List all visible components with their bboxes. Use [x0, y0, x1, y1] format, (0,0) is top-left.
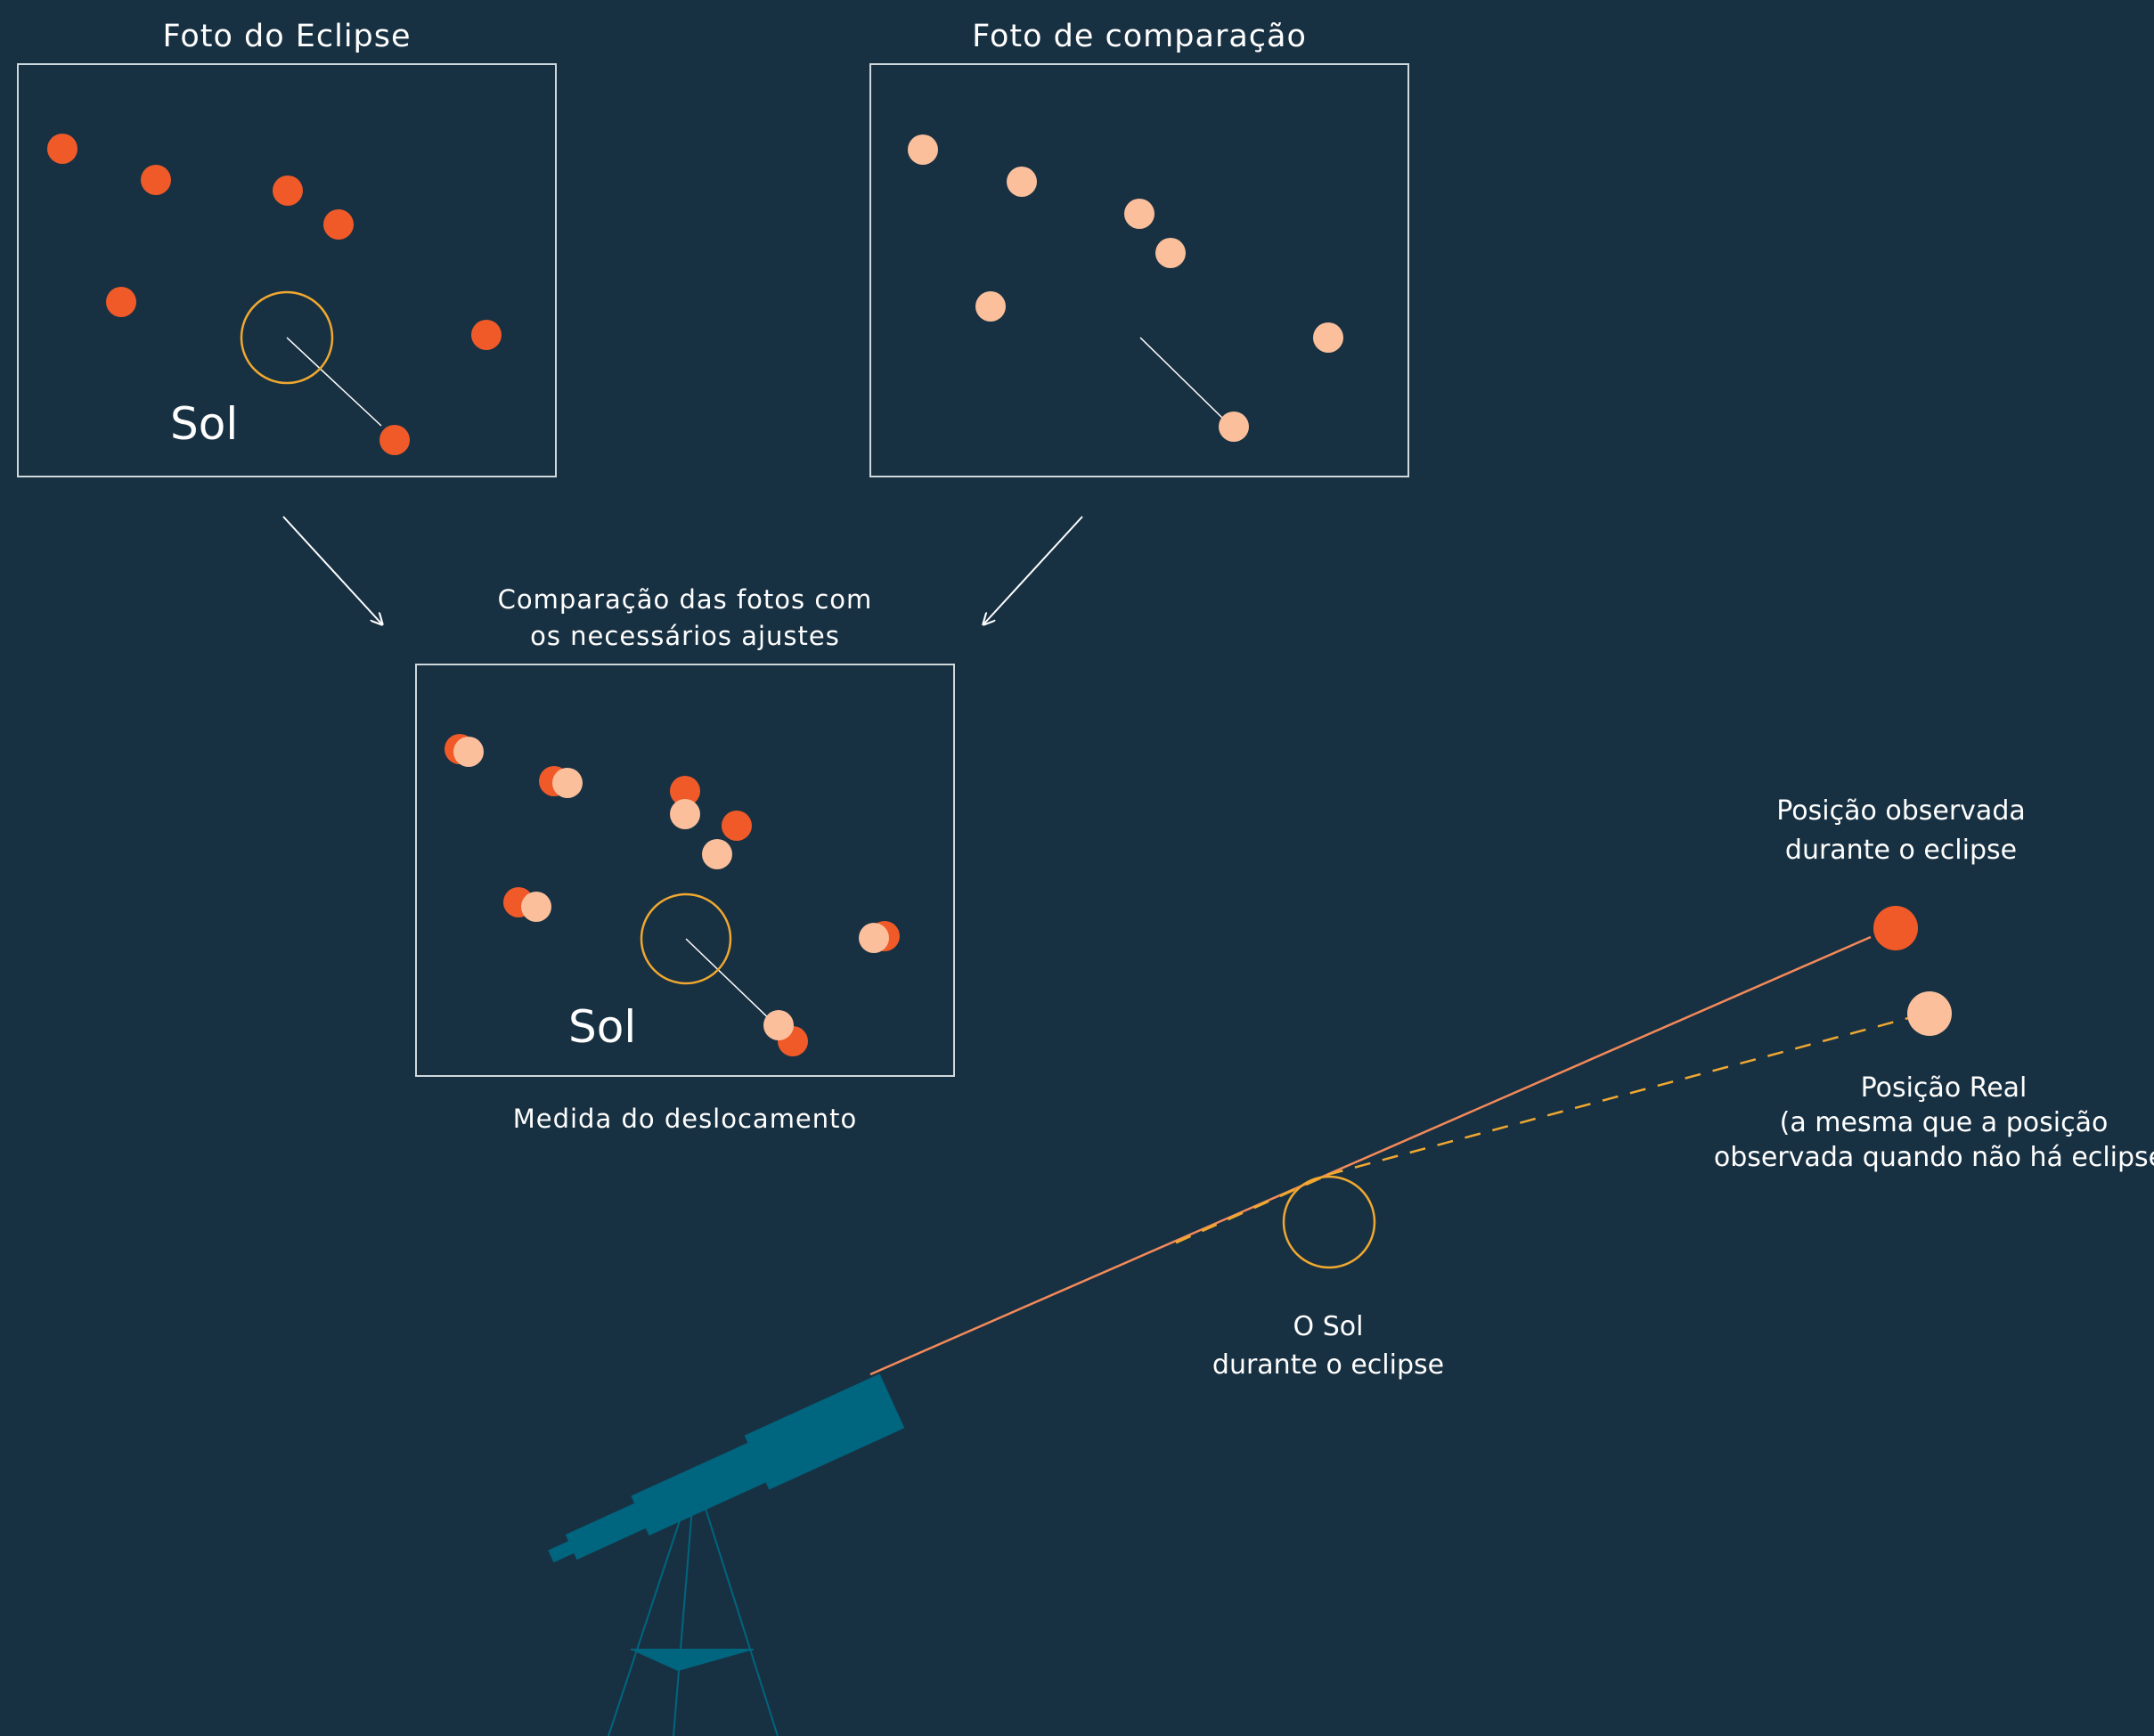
eclipse-star	[106, 287, 136, 317]
arrow-down-left	[983, 516, 1083, 624]
real-position-label-line3: observada quando não há eclipse	[1714, 1142, 2154, 1173]
sun-ring	[640, 892, 732, 985]
star-pairs	[445, 734, 900, 1056]
comparison-photo-frame	[869, 63, 1409, 477]
comparison-star	[763, 1010, 794, 1040]
real-light-path	[1326, 1015, 1913, 1177]
sun-during-eclipse	[1282, 1175, 1376, 1269]
observed-light-path	[869, 935, 1872, 1376]
combined-photo-frame	[415, 664, 955, 1077]
combined-photo-panel: Comparação das fotos com os necessários …	[415, 584, 955, 1163]
comparison-star	[521, 892, 551, 922]
sun-label: Sol	[568, 1001, 636, 1053]
combined-caption-line2: os necessários ajustes	[530, 621, 840, 651]
eclipse-photo-title: Foto do Eclipse	[162, 19, 411, 54]
comparison-star	[670, 799, 700, 829]
eclipse-star	[323, 209, 354, 240]
comparison-star	[859, 923, 889, 953]
eclipse-star	[471, 320, 502, 350]
sun-label: Sol	[170, 398, 238, 450]
telescope-icon	[548, 1373, 905, 1736]
eclipse-star	[273, 175, 303, 206]
comparison-star	[702, 839, 732, 869]
telescope-eyepiece	[548, 1538, 579, 1563]
comparison-star	[552, 768, 583, 798]
light-paths	[869, 935, 1913, 1376]
eclipse-star	[722, 811, 752, 841]
observed-star-position	[1873, 906, 1918, 950]
deflection-line	[286, 337, 382, 427]
eclipse-photo-frame	[17, 63, 557, 477]
comparison-star	[1124, 199, 1155, 229]
comparison-star	[975, 291, 1006, 322]
telescope-front-tube	[744, 1373, 905, 1490]
comparison-star	[1219, 412, 1249, 442]
comparison-star	[908, 134, 938, 165]
eclipse-star	[670, 776, 700, 806]
caption-crop-band	[463, 1137, 909, 1163]
comparison-photo-title: Foto de comparação	[972, 19, 1307, 54]
telescope-middle-tube	[631, 1439, 772, 1536]
comparison-star	[1155, 238, 1186, 268]
tripod-brace	[631, 1650, 754, 1671]
eclipse-star	[379, 425, 410, 455]
comparison-stars	[908, 134, 1343, 442]
observed-position-label-line1: Posição observada	[1776, 795, 2026, 827]
sun-label-line2: durante o eclipse	[1212, 1349, 1444, 1381]
measure-caption: Medida do deslocamento	[513, 1104, 858, 1134]
comparison-star	[1313, 322, 1343, 353]
combined-caption-line1: Comparação das fotos com	[498, 584, 873, 615]
telescope-rear-tube	[565, 1500, 653, 1561]
deflection-line	[685, 938, 778, 1027]
eclipse-stars	[47, 134, 502, 455]
real-position-label-line1: Posição Real	[1861, 1072, 2028, 1104]
comparison-star	[453, 737, 484, 767]
arrow-down-right	[282, 516, 382, 624]
eclipse-star	[47, 134, 78, 164]
sun-label-line1: O Sol	[1293, 1311, 1364, 1342]
eclipse-star	[141, 165, 171, 195]
reference-line	[1139, 337, 1224, 420]
real-star-position	[1907, 991, 1952, 1036]
eclipse-photo-panel: Foto do Eclipse Sol	[17, 19, 557, 477]
comparison-photo-panel: Foto de comparação	[869, 19, 1409, 477]
comparison-star	[1007, 167, 1037, 197]
observed-position-label-line2: durante o eclipse	[1785, 835, 2017, 866]
real-position-label-line2: (a mesma que a posição	[1780, 1107, 2109, 1138]
sun-ring	[240, 290, 334, 385]
